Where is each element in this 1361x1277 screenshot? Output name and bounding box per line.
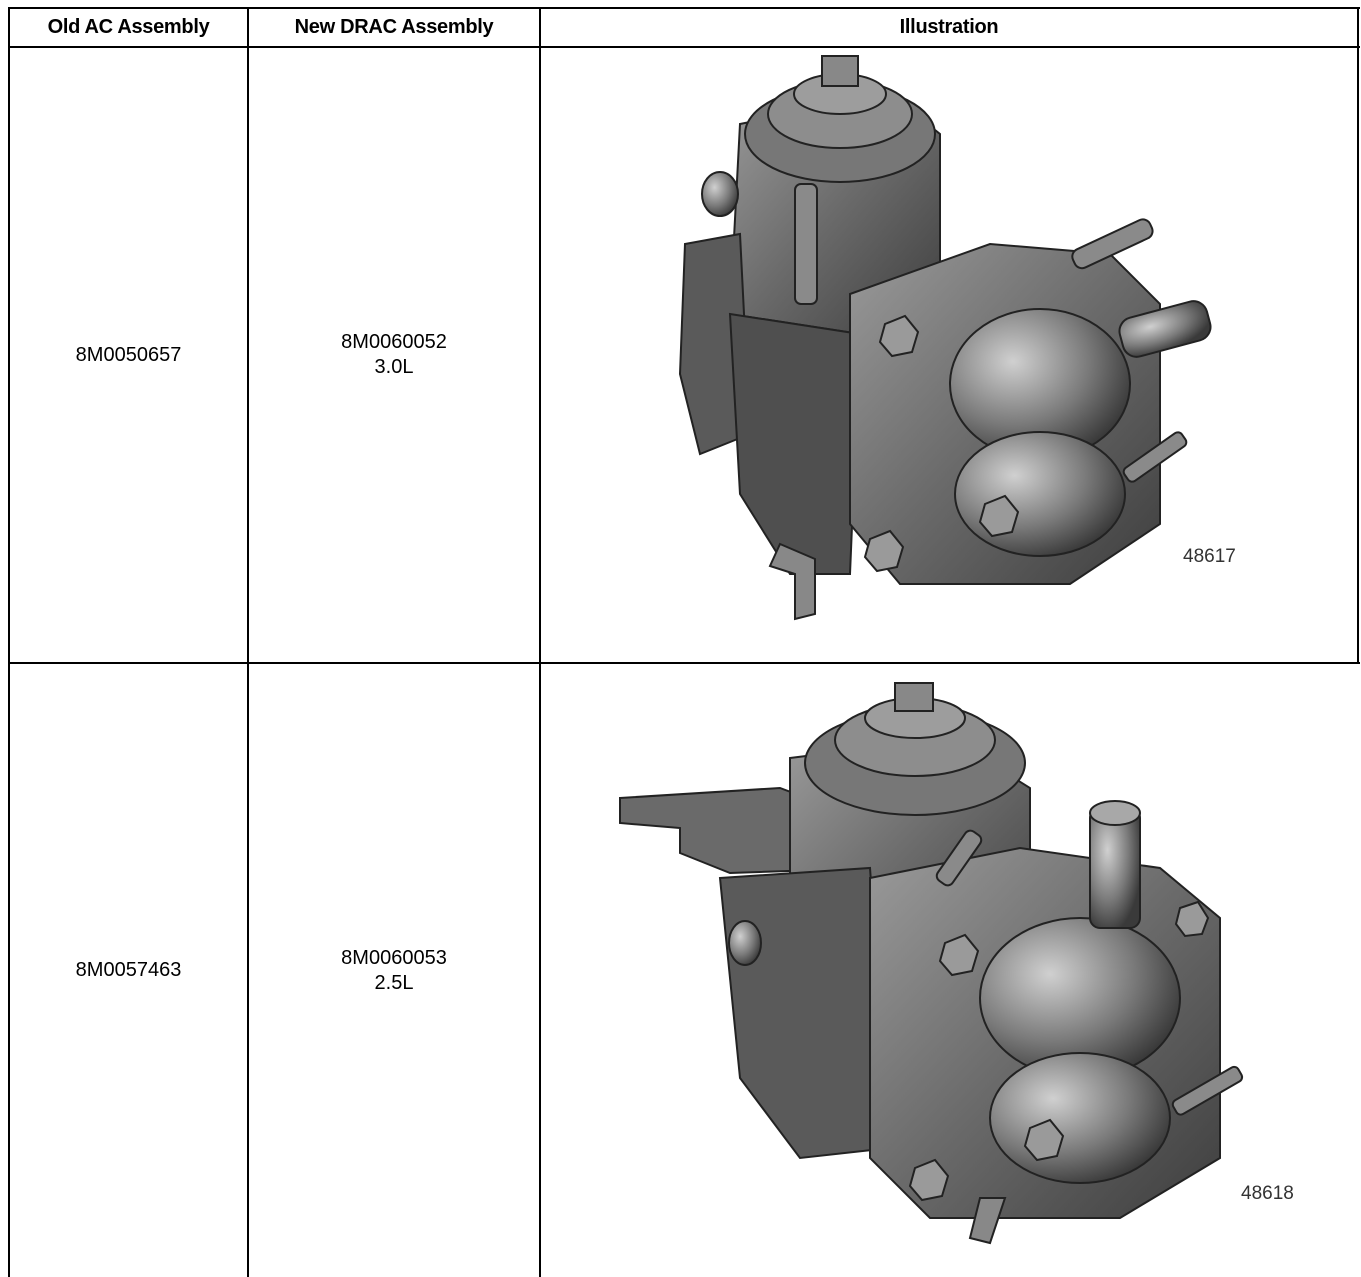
figure-number: 48618 xyxy=(1241,1183,1294,1204)
table-row-1-old-part: 8M0050657 xyxy=(10,48,247,662)
old-part-number: 8M0057463 xyxy=(75,959,182,981)
table-border-right xyxy=(1357,7,1359,664)
table-border-top xyxy=(8,7,1360,9)
header-divider xyxy=(8,46,1360,48)
drac-3.0l-assembly-illustration xyxy=(678,55,1212,621)
table-row-1-new-part: 8M0060052 3.0L xyxy=(249,48,539,662)
new-part-number: 8M0060052 xyxy=(341,331,447,353)
column-divider-1 xyxy=(247,7,249,1277)
table-row-2-new-part: 8M0060053 2.5L xyxy=(249,664,539,1277)
engine-size: 2.5L xyxy=(374,971,414,994)
new-part-number: 8M0060053 xyxy=(341,946,447,969)
row-divider xyxy=(8,662,1360,664)
engine-size: 3.0L xyxy=(374,356,414,378)
old-part-number: 8M0050657 xyxy=(75,343,182,366)
drac-2.5l-assembly-illustration xyxy=(619,682,1244,1245)
table-row-2-old-part: 8M0057463 xyxy=(10,664,247,1277)
header-illustration: Illustration xyxy=(899,16,999,38)
table-border-left xyxy=(8,7,10,1277)
header-new-drac-assembly: New DRAC Assembly xyxy=(294,16,494,38)
header-old-ac-assembly: Old AC Assembly xyxy=(47,16,210,38)
column-divider-2 xyxy=(539,7,541,1277)
figure-number: 48617 xyxy=(1183,546,1236,567)
